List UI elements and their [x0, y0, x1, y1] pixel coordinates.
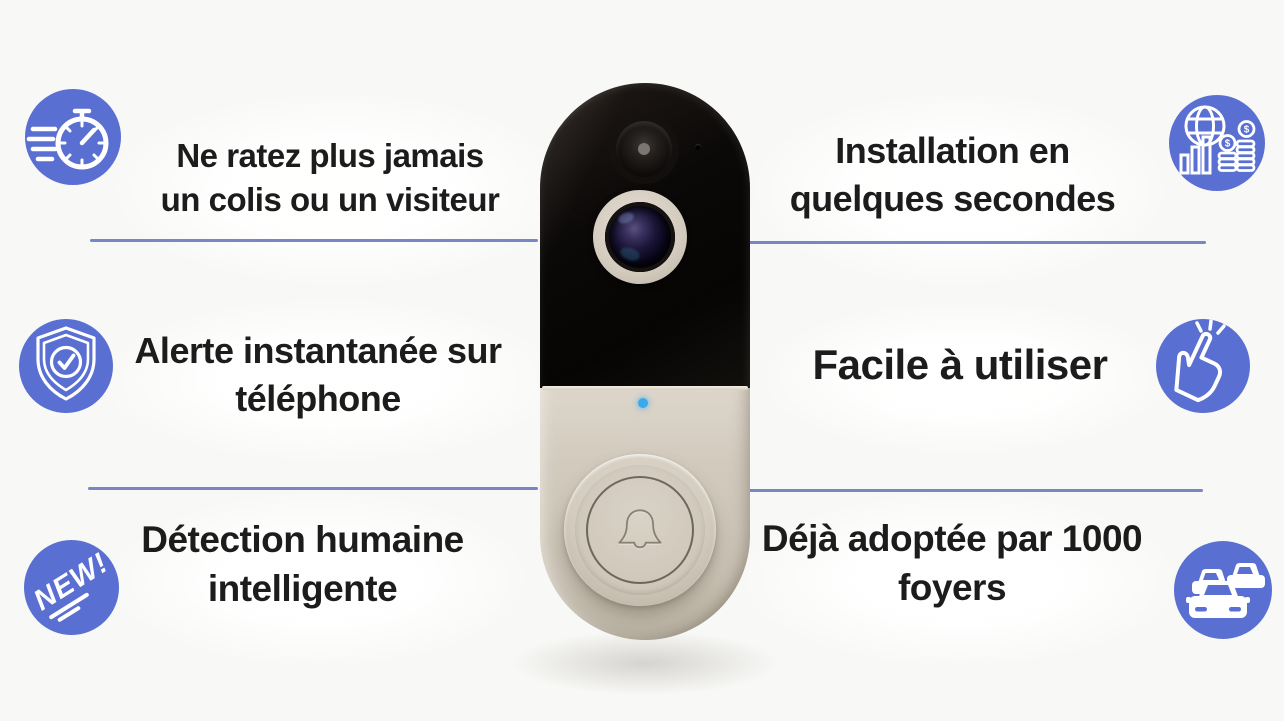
cars-traffic-icon — [1174, 541, 1272, 639]
global-finance-icon: $ $ — [1169, 95, 1265, 191]
text-glow — [100, 298, 560, 463]
text-glow — [110, 92, 570, 287]
status-led — [638, 398, 648, 408]
microphone-hole — [695, 144, 701, 150]
text-glow — [760, 300, 1170, 455]
divider-line — [90, 239, 538, 242]
divider-line — [88, 487, 538, 490]
feature-line: Alerte instantanée sur — [134, 330, 502, 371]
easy-gesture-icon — [1156, 319, 1250, 413]
body-edge-highlight — [542, 386, 748, 390]
feature-human-detection: Détection humaine intelligente — [95, 515, 510, 613]
feature-line: intelligente — [207, 568, 398, 610]
feature-easy-to-use: Facile à utiliser — [770, 337, 1150, 393]
feature-installation: Installation en quelques secondes — [745, 127, 1160, 223]
doorbell-button-ring — [586, 476, 694, 584]
feature-instant-alert: Alerte instantanée sur téléphone — [108, 327, 528, 423]
shield-check-icon — [19, 319, 113, 413]
camera-lens — [605, 202, 675, 272]
feature-line: quelques secondes — [789, 177, 1116, 219]
feature-line: un colis ou un visiteur — [160, 180, 500, 218]
sensor-dot — [638, 143, 650, 155]
feature-line: Installation en — [835, 130, 1070, 171]
dollar-symbol: $ — [1225, 139, 1231, 150]
feature-line: téléphone — [235, 377, 401, 419]
feature-line: Détection humaine — [141, 519, 464, 560]
divider-line — [746, 489, 1203, 492]
dollar-symbol: $ — [1244, 125, 1250, 136]
bell-icon — [618, 509, 662, 549]
text-glow — [110, 492, 530, 667]
feature-line: foyers — [897, 567, 1007, 609]
text-glow — [740, 492, 1180, 667]
divider-line — [746, 241, 1206, 244]
feature-never-miss: Ne ratez plus jamais un colis ou un visi… — [120, 134, 540, 222]
feature-line: Ne ratez plus jamais — [176, 137, 484, 174]
feature-line: Déjà adoptée par 1000 — [761, 518, 1143, 559]
video-doorbell-image — [540, 83, 750, 640]
feature-adopted: Déjà adoptée par 1000 foyers — [742, 514, 1162, 612]
text-glow — [750, 92, 1170, 287]
feature-line: Facile à utiliser — [812, 341, 1108, 388]
speed-timer-icon — [25, 89, 121, 185]
new-badge-icon: NEW! — [24, 540, 119, 635]
